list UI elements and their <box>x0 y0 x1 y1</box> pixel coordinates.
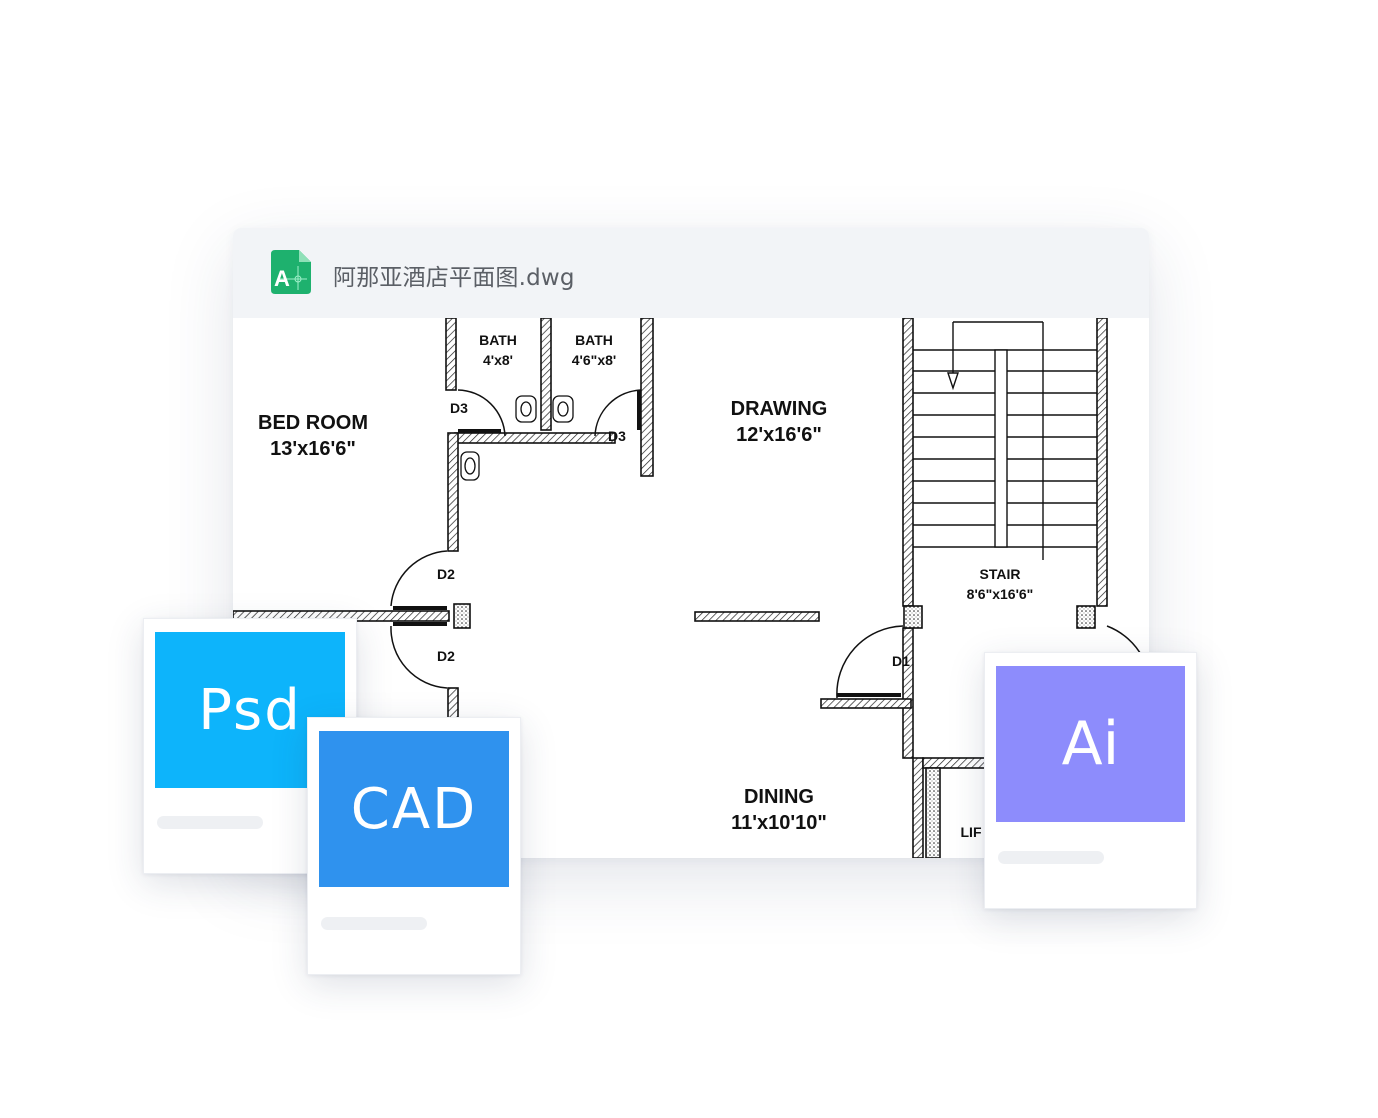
room-label-bedroom: BED ROOM 13'x16'6" <box>258 412 368 460</box>
file-name: 阿那亚酒店平面图.dwg <box>333 265 575 291</box>
card-caption-placeholder <box>998 851 1104 864</box>
ai-format-card[interactable]: Ai <box>984 652 1197 909</box>
door-tag-d3-left: D3 <box>450 400 468 416</box>
room-label-bath-1: BATH 4'x8' <box>479 332 517 368</box>
room-label-stair: STAIR 8'6"x16'6" <box>966 566 1034 602</box>
room-label-lift: LIF <box>960 824 982 840</box>
floor-plan-lines <box>233 318 1144 858</box>
autocad-file-icon: A <box>269 250 311 294</box>
room-label-drawing: DRAWING 12'x16'6" <box>730 398 828 446</box>
cad-format-thumbnail: CAD <box>319 731 509 887</box>
ai-format-thumbnail: Ai <box>996 666 1185 822</box>
card-caption-placeholder <box>157 816 263 829</box>
room-label-bath-2: BATH 4'6"x8' <box>571 332 617 368</box>
door-tag-d2-bottom: D2 <box>437 648 455 664</box>
card-caption-placeholder <box>321 917 427 930</box>
door-tag-d3-right: D3 <box>608 428 626 444</box>
cad-format-card[interactable]: CAD <box>307 717 521 975</box>
file-icon-letter: A <box>274 266 290 291</box>
door-tag-d2-top: D2 <box>437 566 455 582</box>
room-label-dining: DINING 11'x10'10" <box>731 786 827 834</box>
door-tag-d1: D1 <box>892 653 910 669</box>
window-title-bar: A 阿那亚酒店平面图.dwg <box>233 228 1149 318</box>
psd-format-thumbnail: Psd <box>155 632 345 788</box>
